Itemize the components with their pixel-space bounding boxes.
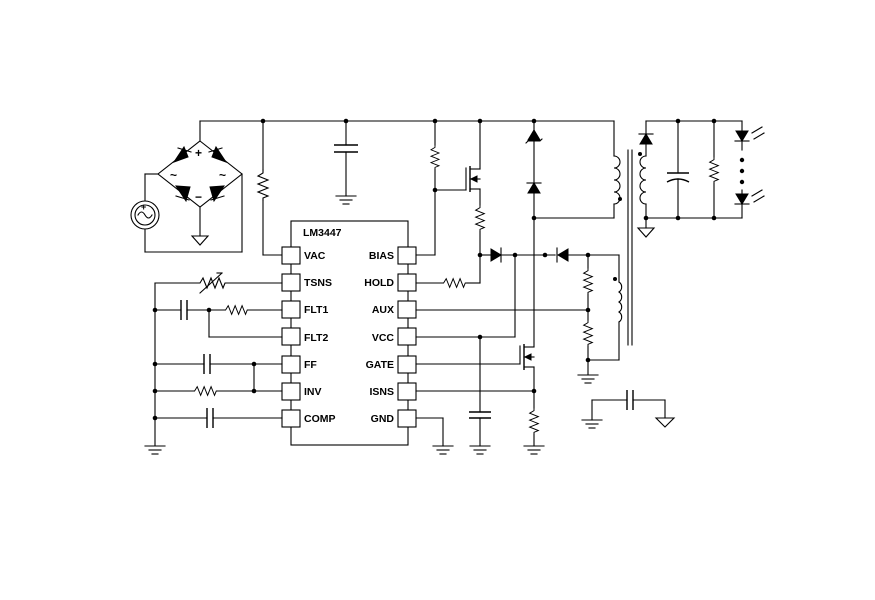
pin-label-hold: HOLD [364, 277, 394, 289]
pin-label-comp: COMP [304, 413, 336, 425]
pin-label-ff: FF [304, 359, 317, 371]
pin-label-vac: VAC [304, 250, 326, 262]
chip-name: LM3447 [303, 227, 342, 239]
bulk-capacitor [334, 120, 358, 205]
left-network [144, 272, 283, 455]
pin-label-flt1: FLT1 [304, 304, 328, 316]
ac-source: + [130, 200, 160, 230]
output-section [636, 118, 765, 238]
bridge-plus-sign: + [195, 146, 202, 160]
vac-resistor [257, 120, 283, 256]
bridge-rectifier: + − ~ ~ [144, 140, 243, 253]
pin-label-vcc: VCC [372, 332, 395, 344]
pin-label-bias: BIAS [369, 250, 394, 262]
pin-label-gate: GATE [366, 359, 394, 371]
y-capacitor [581, 390, 676, 429]
flyback-transformer [587, 120, 647, 361]
bridge-ac-right: ~ [219, 168, 226, 182]
top-rail [199, 118, 615, 142]
bridge-ac-left: ~ [170, 168, 177, 182]
pin-label-aux: AUX [372, 304, 394, 316]
lm3447-chip: LM3447 VAC TSNS FLT1 FLT2 FF INV COMP [281, 220, 417, 446]
right-network [415, 120, 615, 455]
pin-label-tsns: TSNS [304, 277, 332, 289]
pin-label-inv: INV [304, 386, 322, 398]
pin-label-gnd: GND [371, 413, 395, 425]
ac-source-plus-sign: + [141, 202, 146, 212]
pin-label-isns: ISNS [369, 386, 394, 398]
aux-network [554, 247, 620, 384]
bridge-minus-sign: − [195, 190, 202, 204]
pin-label-flt2: FLT2 [304, 332, 328, 344]
